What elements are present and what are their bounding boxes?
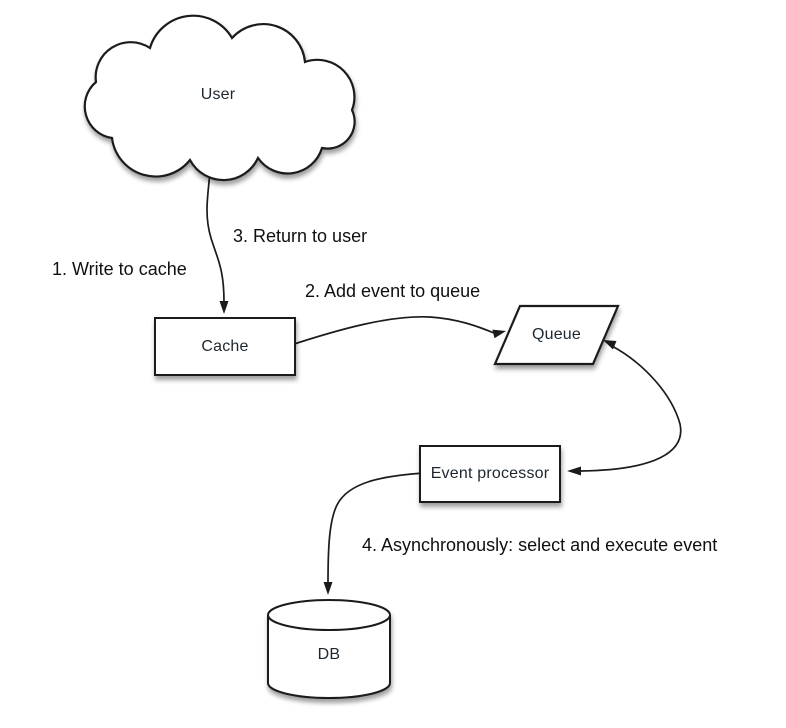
queue-parallelogram bbox=[493, 304, 620, 366]
edge-queue-event-processor bbox=[580, 345, 682, 472]
db-cylinder-top bbox=[267, 599, 391, 631]
cache-box bbox=[154, 317, 296, 376]
annotation-step3: 3. Return to user bbox=[233, 226, 368, 246]
arrowhead-into-cache bbox=[219, 301, 229, 314]
db-cylinder bbox=[267, 599, 391, 699]
annotation-step1: 1. Write to cache bbox=[52, 259, 187, 279]
edge-user-to-cache bbox=[206, 151, 225, 303]
annotation-step2: 2. Add event to queue bbox=[305, 281, 481, 301]
user-node-label: User bbox=[200, 86, 236, 103]
event-processor-box bbox=[419, 445, 561, 503]
arrowhead-into-event-processor bbox=[567, 466, 581, 476]
event-processor-node-label: Event processor bbox=[430, 465, 550, 482]
connectors bbox=[206, 151, 682, 595]
user-cloud-shape bbox=[83, 14, 356, 182]
arrowhead-into-queue-right bbox=[603, 340, 617, 350]
db-cylinder-body bbox=[267, 615, 391, 699]
annotation-step4: 4. Asynchronously: select and execute ev… bbox=[362, 535, 718, 555]
cache-node-label: Cache bbox=[201, 337, 249, 355]
edge-event-processor-to-db bbox=[327, 472, 425, 584]
db-node-label: DB bbox=[317, 646, 341, 663]
shapes bbox=[83, 14, 620, 699]
edge-cache-to-queue bbox=[287, 315, 495, 347]
arrowhead-into-queue-left bbox=[492, 329, 506, 339]
queue-node-label: Queue bbox=[531, 326, 582, 343]
arrowhead-into-db bbox=[323, 582, 333, 595]
